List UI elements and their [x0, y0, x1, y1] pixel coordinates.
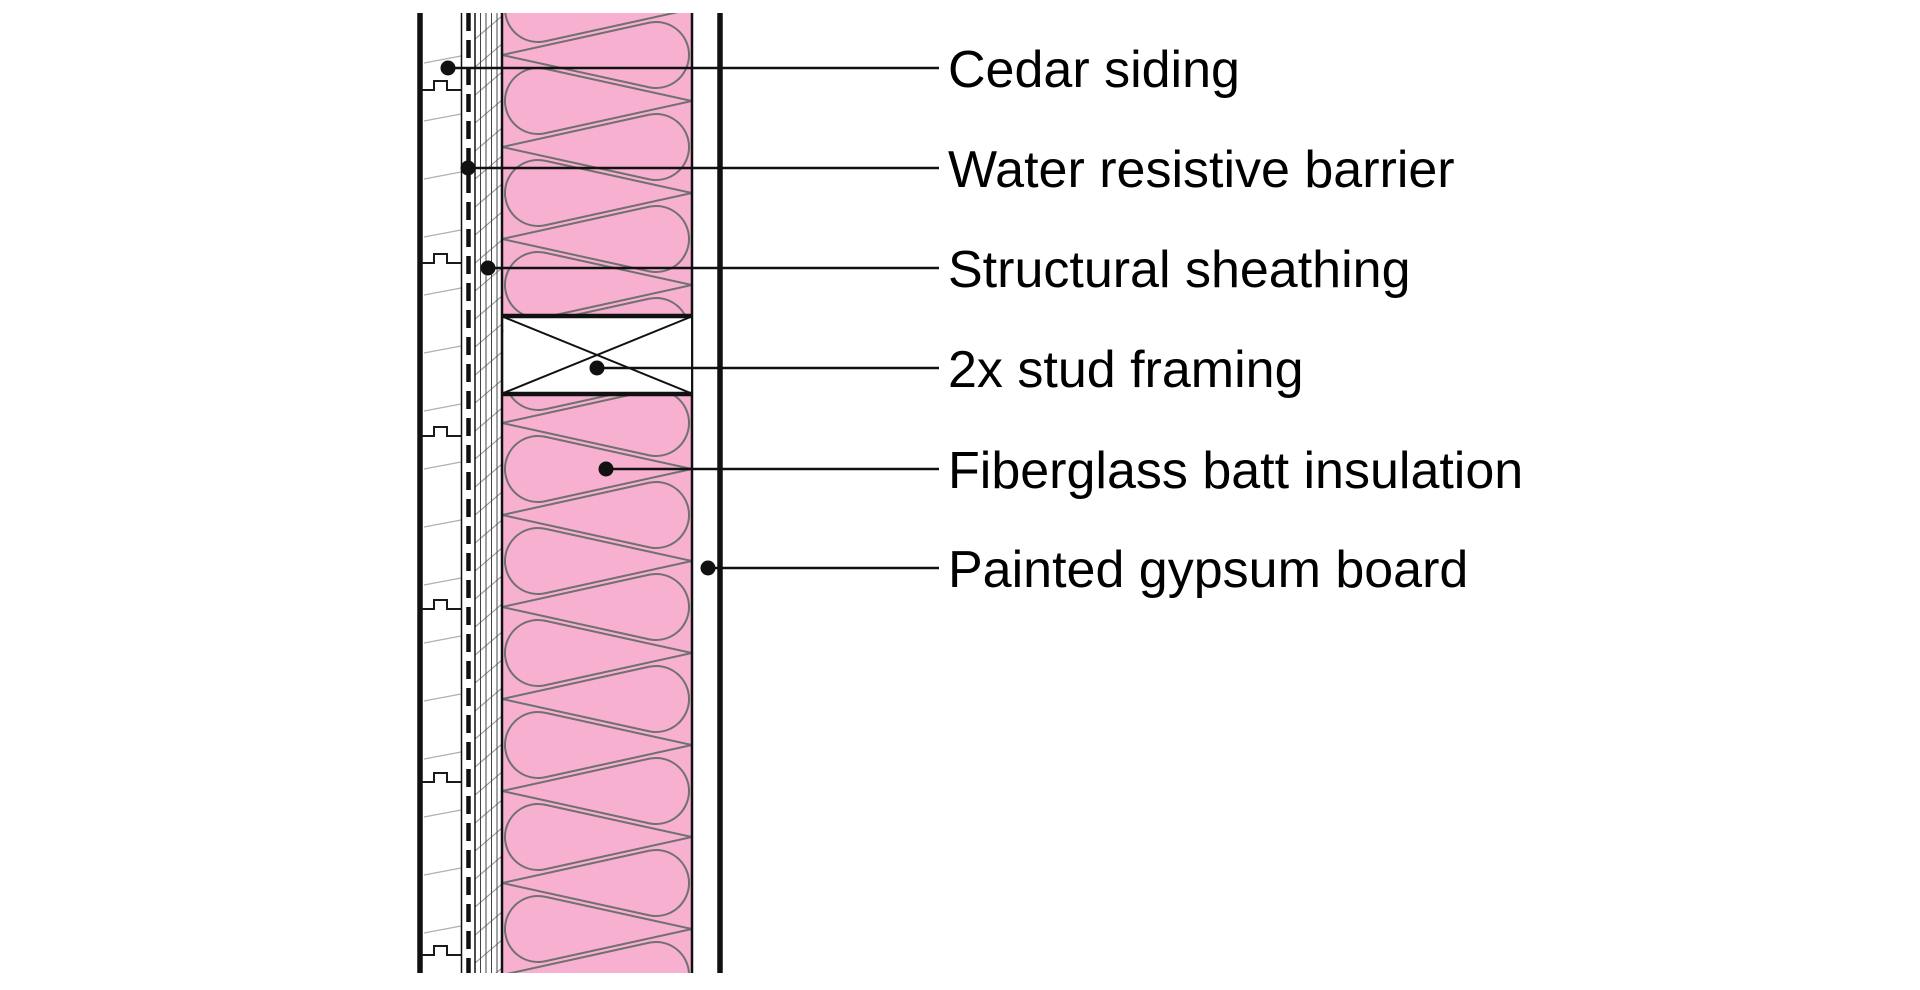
leader-dot-fiberglass-insulation [598, 461, 614, 477]
layer-structural-sheathing [474, 13, 502, 973]
sheathing-ply-lines [480, 13, 498, 973]
label-gypsum-board: Painted gypsum board [948, 541, 1468, 599]
sheathing-body [475, 13, 502, 973]
leader-dot-gypsum-board [700, 560, 716, 576]
leader-dot-water-resistive-barrier [460, 160, 476, 176]
siding-body [422, 13, 462, 973]
label-structural-sheathing: Structural sheathing [948, 241, 1411, 299]
leader-dots [440, 60, 716, 576]
layer-stud-framing [502, 313, 693, 397]
siding-joint [422, 772, 461, 783]
leader-dot-structural-sheathing [480, 260, 496, 276]
label-water-resistive-barrier: Water resistive barrier [948, 141, 1455, 199]
callout-labels: Cedar siding Water resistive barrier Str… [948, 41, 1523, 599]
siding-joint [422, 945, 461, 956]
layer-cedar-siding [417, 13, 463, 973]
label-stud-framing: 2x stud framing [948, 341, 1304, 399]
siding-joint [422, 253, 461, 264]
stud-x-cross [503, 316, 691, 394]
layer-fiberglass-insulation [500, 13, 694, 973]
leader-lines [448, 66, 939, 570]
siding-joint [422, 80, 461, 91]
label-cedar-siding: Cedar siding [948, 41, 1240, 99]
insulation-batt-symbol [503, 13, 691, 973]
siding-joint [422, 599, 461, 610]
leader-dot-cedar-siding [440, 60, 456, 76]
siding-joints [422, 80, 461, 956]
label-fiberglass-insulation: Fiberglass batt insulation [948, 442, 1523, 500]
leader-dot-stud-framing [589, 360, 605, 376]
siding-joint [422, 426, 461, 437]
